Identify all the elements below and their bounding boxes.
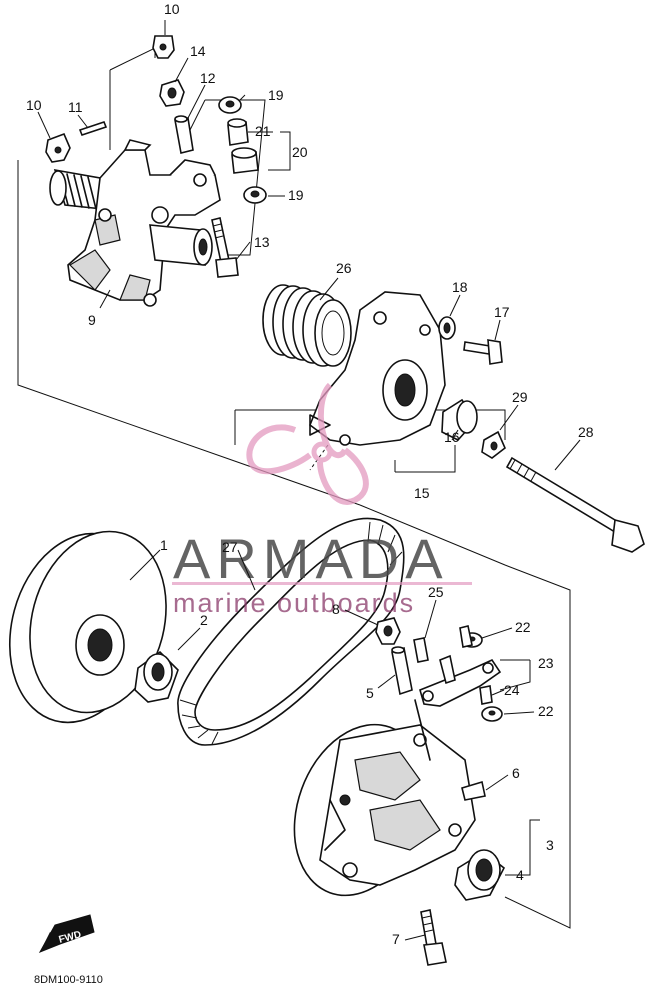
shaft-housing [49,139,221,307]
callout-23: 23 [538,655,554,671]
watermark-brand: ARMADA [173,527,449,590]
callout-20: 20 [292,144,308,160]
callouts: 10 14 12 10 11 19 21 20 19 13 9 26 18 17… [26,1,594,947]
callout-15: 15 [414,485,430,501]
nut-8 [375,617,401,645]
fwd-arrow: FWD [38,914,95,953]
callout-7: 7 [392,931,400,947]
bushing-19-bottom [243,186,267,204]
bolt-28 [505,456,645,553]
pulley-sheave-1 [8,530,167,724]
callout-11: 11 [68,99,83,115]
bushing-4 [454,849,506,901]
pulley-housing-3 [293,723,476,897]
callout-29: 29 [512,389,528,405]
callout-27: 27 [222,539,238,555]
clip-10-top [152,35,175,59]
sleeve-20 [231,147,259,174]
propeller-logo [246,382,369,505]
bolt-6 [461,780,486,801]
bolt-17 [463,339,503,365]
leader-lines [37,20,581,941]
clip-10-left [45,132,71,163]
pin-25 [413,637,429,663]
callout-1: 1 [160,537,168,553]
callout-5: 5 [366,685,374,701]
callout-24: 24 [504,682,520,698]
callout-14: 14 [190,43,206,59]
washer-22-bottom [481,706,503,722]
nut-14 [159,79,185,107]
callout-16: 16 [444,429,460,445]
pin-5 [391,646,413,696]
callout-8: 8 [332,601,340,617]
drive-belt-27 [177,517,405,746]
watermark-underline [172,582,472,585]
link-rod [414,699,431,761]
callout-9: 9 [88,312,96,328]
callout-10-top: 10 [164,1,180,17]
callout-2: 2 [200,612,208,628]
watermark-tagline: marine outboards [173,588,415,618]
pin-11 [78,121,108,136]
callout-19-top: 19 [268,87,284,103]
bolt-13 [211,217,239,278]
callout-25: 25 [428,584,444,600]
bushing-2 [134,650,179,703]
callout-12: 12 [200,70,216,86]
sleeve-21 [227,118,249,146]
callout-13: 13 [254,234,270,250]
pin-24 [479,685,493,705]
callout-3: 3 [546,837,554,853]
callout-21: 21 [255,123,271,139]
callout-10-left: 10 [26,97,42,113]
cover-15 [309,291,446,446]
washer-18 [438,316,456,340]
diagram-code: 8DM100-9110 [34,974,103,986]
bolt-7 [420,909,447,966]
pin-12 [174,115,194,154]
bushing-16 [441,398,478,441]
arm-23 [419,625,502,707]
callout-22-top: 22 [515,619,531,635]
watermark: ARMADA marine outboards [172,382,472,618]
bushing-19-top [218,96,242,114]
callout-6: 6 [512,765,520,781]
callout-26: 26 [336,260,352,276]
callout-19-bottom: 19 [288,187,304,203]
nut-29 [481,430,506,459]
callout-18: 18 [452,279,468,295]
spring-26 [262,284,352,367]
callout-17: 17 [494,304,510,320]
callout-22-bottom: 22 [538,703,554,719]
callout-4: 4 [516,867,524,883]
callout-28: 28 [578,424,594,440]
